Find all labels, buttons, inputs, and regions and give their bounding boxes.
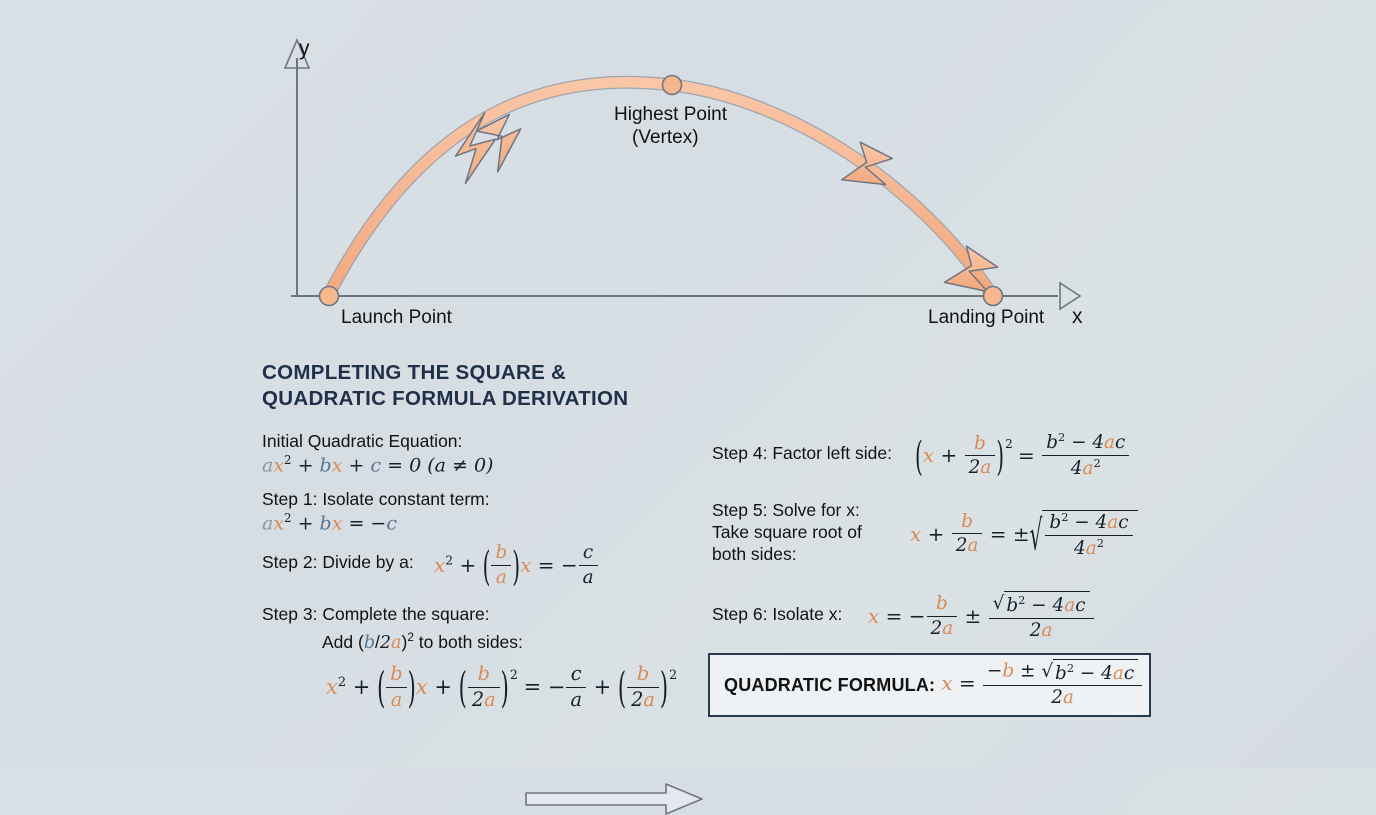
step1-label: Step 1: Isolate constant term: <box>262 489 490 509</box>
x-axis <box>291 281 1082 311</box>
step2-label-text: Step 2: Divide by a: <box>262 552 414 572</box>
direction-arrowhead-3 <box>840 141 894 186</box>
vertex-label-line2: (Vertex) <box>632 127 699 148</box>
step5-label-line3: both sides: <box>712 544 797 564</box>
y-axis <box>283 37 311 297</box>
initial-equation-math: ax2 + bx + c = 0 (a ≠ 0) <box>262 453 494 477</box>
step6-label-text: Step 6: Isolate x: <box>712 604 843 624</box>
derivation-title-line1: COMPLETING THE SQUARE & <box>262 361 567 384</box>
trajectory-diagram: y x Launch Point Highest Point (Vertex) … <box>0 0 1376 345</box>
step2-label: Step 2: Divide by a: <box>262 551 414 574</box>
step3-sublabel: Add (b/2a)2 to both sides: <box>322 630 523 653</box>
initial-equation-label: Initial Quadratic Equation: <box>262 431 463 451</box>
y-axis-label: y <box>299 37 310 60</box>
landing-point-label: Landing Point <box>928 307 1045 328</box>
landing-point-dot <box>982 285 1004 307</box>
derivation-title: COMPLETING THE SQUARE & QUADRATIC FORMUL… <box>262 360 628 412</box>
direction-arrowhead-2 <box>475 113 522 173</box>
launch-point-dot <box>318 285 340 307</box>
step3-label: Step 3: Complete the square: <box>262 604 490 624</box>
step1-math: ax2 + bx = −c <box>262 511 398 535</box>
step4-label: Step 4: Factor left side: <box>712 443 892 463</box>
step6-label: Step 6: Isolate x: <box>712 603 842 626</box>
derivation-title-line2: QUADRATIC FORMULA DERIVATION <box>262 387 629 410</box>
derivation-section: COMPLETING THE SQUARE & QUADRATIC FORMUL… <box>0 345 1376 815</box>
transition-arrow-icon <box>525 783 703 815</box>
vertex-label-line1: Highest Point <box>614 104 728 125</box>
x-axis-label: x <box>1072 305 1083 328</box>
step5-label-line1: Step 5: Solve for x: <box>712 500 860 520</box>
step5-label-line2: Take square root of <box>712 522 862 542</box>
direction-arrowhead-1 <box>454 112 497 185</box>
vertex-point-dot <box>661 74 683 96</box>
quadratic-formula-label: QUADRATIC FORMULA: <box>724 674 936 695</box>
trajectory-svg <box>283 37 1082 311</box>
launch-point-label: Launch Point <box>341 307 452 328</box>
